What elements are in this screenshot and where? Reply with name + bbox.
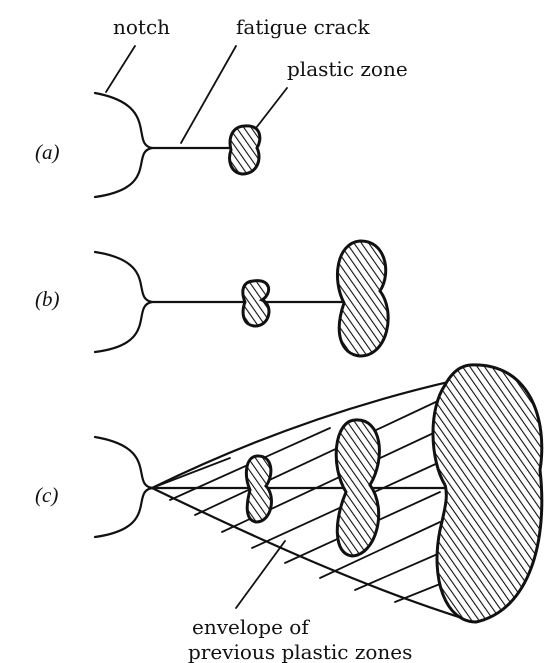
plastic-zone-c-2: [334, 418, 381, 558]
panel-c-label: (c): [35, 483, 58, 507]
envelope-hatching: [151, 399, 441, 603]
envelope-lower-boundary: [150, 486, 477, 624]
envelope-leader-line: [235, 540, 286, 609]
envelope-label-line1: envelope of: [192, 615, 310, 639]
panel-b-label: (b): [35, 287, 60, 311]
panel-c: (c): [35, 363, 544, 624]
envelope-upper-boundary: [150, 373, 482, 490]
notch-profile-a: [93, 91, 154, 199]
plastic-zone-leader-line: [255, 87, 288, 129]
previous-plastic-zone-b: [241, 279, 271, 328]
plastic-zone-label: plastic zone: [287, 57, 408, 81]
panel-a: (a): [35, 91, 262, 199]
fatigue-crack-leader-line: [180, 45, 237, 144]
plastic-zone-c-3: [431, 363, 544, 624]
notch-profile-b: [93, 250, 154, 354]
plastic-zone-c-1: [244, 454, 273, 524]
fatigue-crack-label: fatigue crack: [236, 15, 371, 39]
notch-label: notch: [113, 15, 170, 39]
panel-b: (b): [35, 239, 390, 358]
panel-a-label: (a): [35, 140, 60, 164]
current-plastic-zone-b: [336, 239, 390, 358]
notch-profile-c: [93, 435, 154, 539]
envelope-label-line2: previous plastic zones: [188, 640, 412, 663]
plastic-zone-a: [228, 124, 262, 176]
notch-leader-line: [105, 45, 136, 93]
